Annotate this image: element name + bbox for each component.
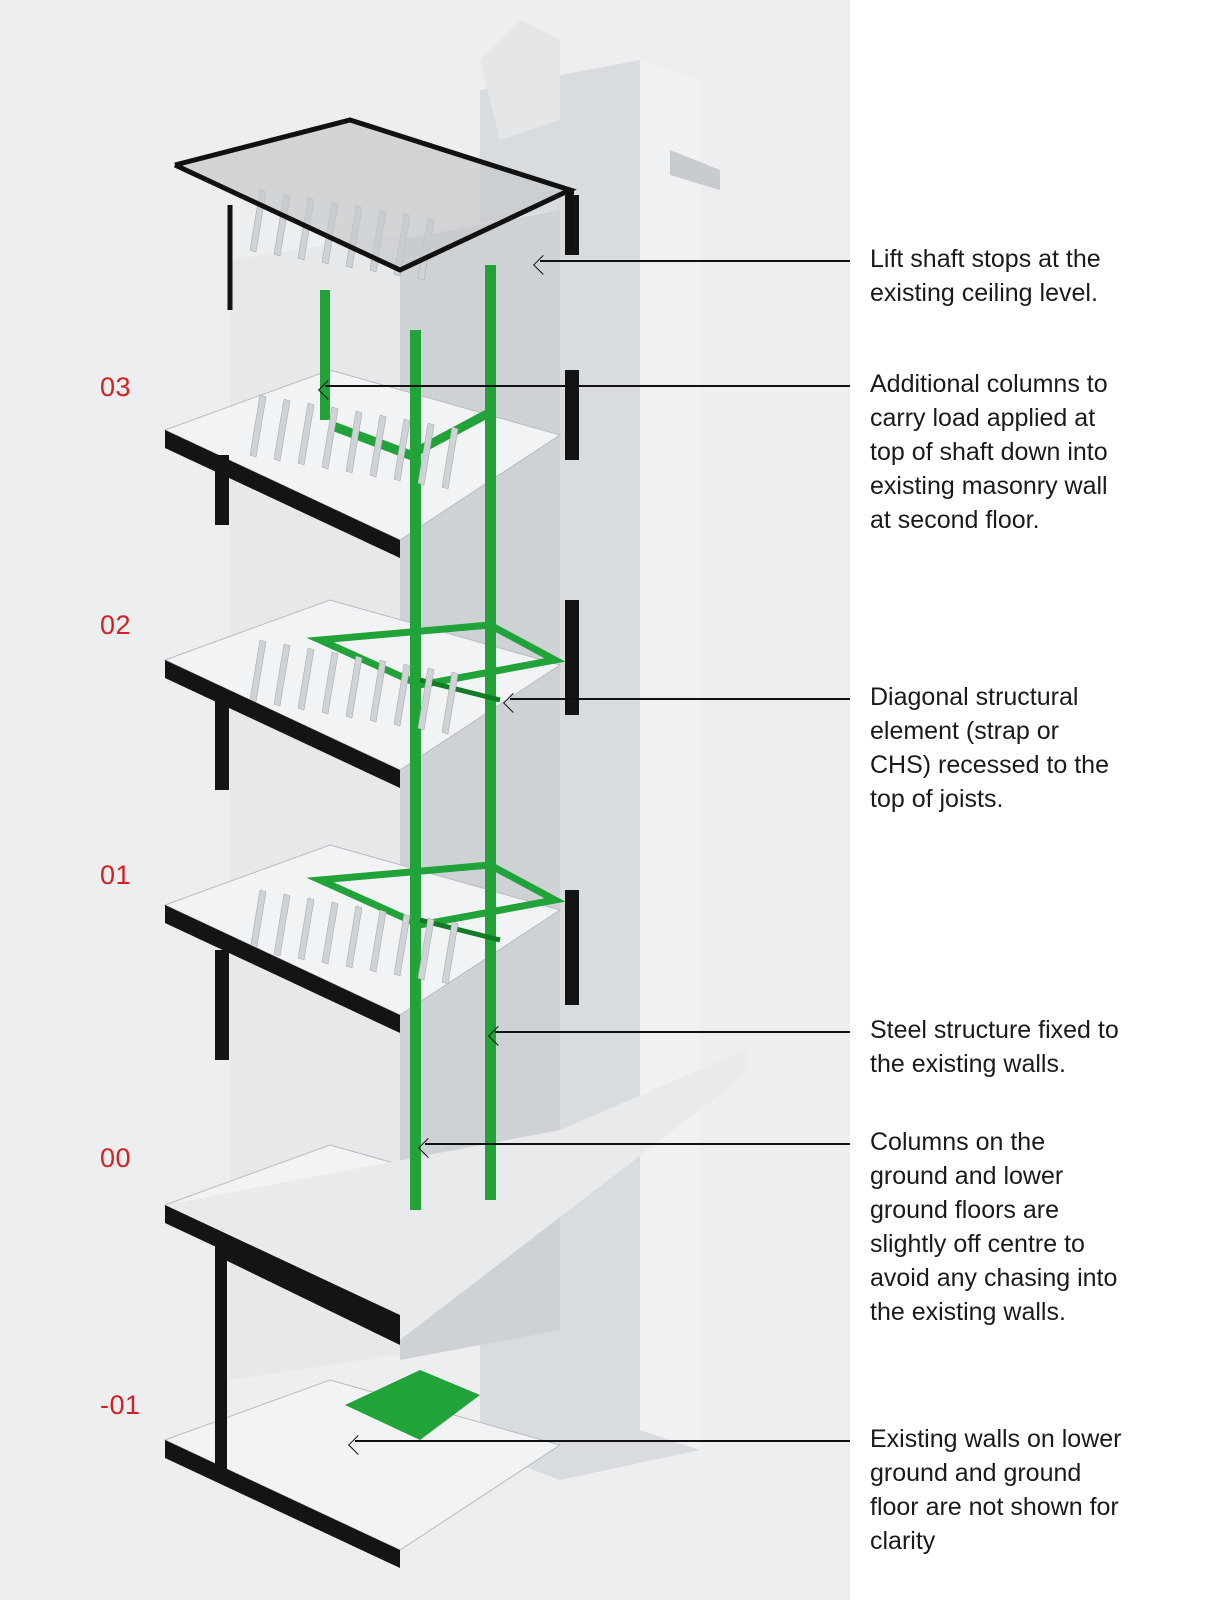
leader-line-existing-walls (348, 1435, 850, 1455)
annotation-shaft-stop: Lift shaft stops at the existing ceiling… (870, 245, 1101, 307)
floor-joist (297, 402, 315, 466)
roof-canopy-frame (173, 117, 577, 310)
ground-slab-cut (215, 1230, 400, 1345)
leader-line-diagonal-element (503, 693, 850, 713)
floor-joist (369, 909, 387, 973)
section-cuts (165, 195, 579, 1568)
ground-floor-slab (165, 1050, 745, 1340)
floor-joist (441, 671, 459, 735)
floor-joist (249, 639, 267, 703)
diagonal-strap (419, 677, 501, 703)
basement-wall-cut (215, 1240, 227, 1480)
axonometric-render (0, 0, 850, 1600)
floor-joist (297, 647, 315, 711)
lift-shaft-axonometric (163, 60, 745, 1568)
wall-section-cut (565, 890, 579, 1005)
leader-line-steel-structure (488, 1026, 850, 1046)
level-label-03: 03 (100, 372, 132, 402)
floor-slab (163, 844, 562, 1016)
floor-joist (345, 905, 363, 969)
floor-joist (273, 643, 291, 707)
slab-section-cut (165, 660, 400, 788)
floor-joist (321, 901, 339, 965)
slab-section-cut (165, 905, 400, 1033)
wall-section-cut (215, 950, 229, 1060)
floor-joist (393, 913, 411, 977)
floor-joist (345, 410, 363, 474)
steel-column (410, 330, 421, 1210)
floor-joist (417, 422, 435, 486)
wall-section-cut (215, 455, 229, 525)
floor-joist (321, 651, 339, 715)
leader-line-shaft-stop (533, 255, 850, 275)
floor-joist (273, 893, 291, 957)
additional-column (320, 290, 330, 420)
annotation-diagonal-element: Diagonal structural element (strap or CH… (870, 683, 1109, 813)
floor-joist (417, 917, 435, 981)
level-label-00: 00 (100, 1143, 132, 1173)
annotation-existing-walls: Existing walls on lower ground and groun… (870, 1425, 1122, 1555)
floor-slabs (163, 369, 745, 1551)
wall-section-cut (565, 370, 579, 460)
steel-column (485, 265, 496, 1200)
annotation-off-centre-columns: Columns on the ground and lower ground f… (870, 1128, 1118, 1326)
steel-floor-frame (306, 861, 566, 929)
wall-section-cut (215, 700, 229, 790)
floor-joist (393, 663, 411, 727)
steel-frame (306, 265, 566, 1440)
floor-joist (393, 418, 411, 482)
steel-floor-frame (306, 621, 566, 689)
lift-pit-base (345, 1370, 480, 1440)
annotation-steel-structure: Steel structure fixed to the existing wa… (870, 1016, 1119, 1078)
floor-joist (273, 398, 291, 462)
leader-line-additional-columns (318, 380, 850, 400)
level-label-minus-01: -01 (100, 1390, 141, 1420)
floor-joist (369, 414, 387, 478)
floor-joist (345, 655, 363, 719)
wall-section-cut (565, 600, 579, 715)
floor-joist (369, 659, 387, 723)
floor-joist (321, 406, 339, 470)
annotation-additional-columns: Additional columns to carry load applied… (870, 370, 1108, 534)
level-label-02: 02 (100, 610, 132, 640)
floor-joist (297, 897, 315, 961)
floor-joist (417, 667, 435, 731)
floor-joist (441, 921, 459, 985)
leader-line-off-centre-columns (418, 1138, 850, 1158)
floor-joist (249, 394, 267, 458)
level-label-01: 01 (100, 860, 132, 890)
floor-joist (441, 426, 459, 490)
